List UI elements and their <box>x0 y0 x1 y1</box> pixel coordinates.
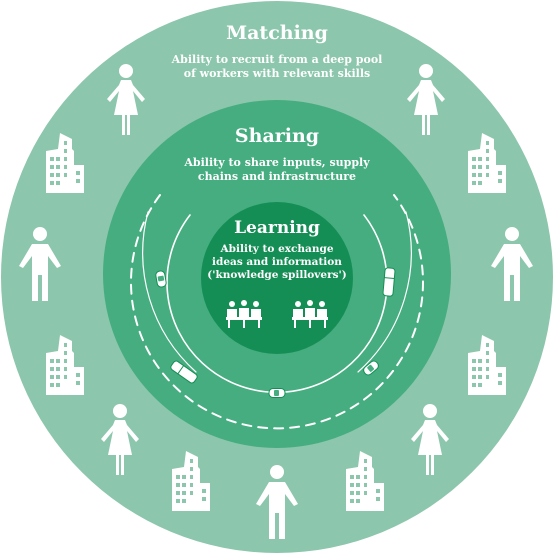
matching-description: Ability to recruit from a deep pool of w… <box>0 53 554 81</box>
matching-description-line: of workers with relevant skills <box>183 67 371 80</box>
road-edge-right <box>357 211 412 373</box>
learning-description-line: Ability to exchange <box>220 243 334 255</box>
learning-title: Learning <box>234 218 320 238</box>
learning-description-line: ('knowledge spillovers') <box>207 269 347 281</box>
road-lane-outer <box>130 194 424 430</box>
sharing-description: Ability to share inputs, supply chains a… <box>0 156 554 184</box>
learning-description-line: ideas and information <box>212 256 342 268</box>
sharing-title: Sharing <box>234 125 320 147</box>
sharing-description-line: chains and infrastructure <box>197 170 357 183</box>
matching-title: Matching <box>226 22 328 44</box>
sharing-description-line: Ability to share inputs, supply <box>184 156 370 169</box>
matching-description-line: Ability to recruit from a deep pool <box>171 53 383 66</box>
learning-description: Ability to exchange ideas and informatio… <box>0 243 554 282</box>
road-edge-left <box>142 211 197 373</box>
car-icon <box>268 388 286 398</box>
